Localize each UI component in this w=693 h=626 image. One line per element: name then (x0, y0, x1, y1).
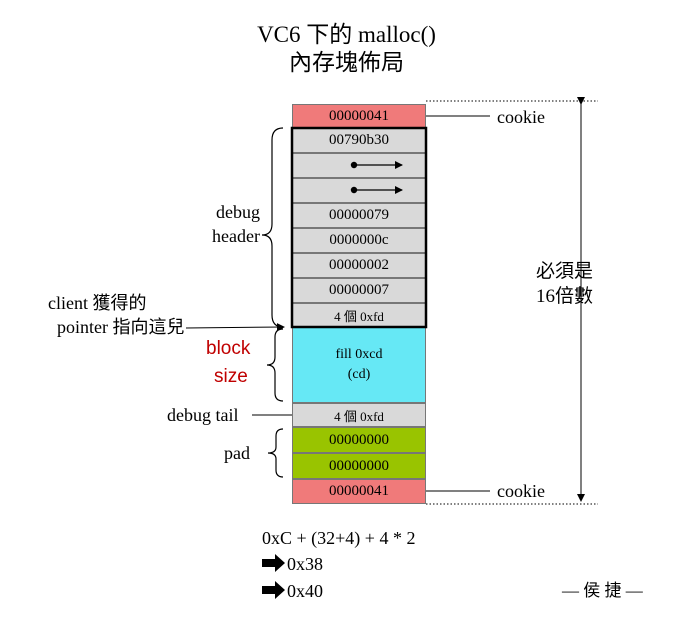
header-cell-size: 0000000c (292, 228, 426, 253)
debug-header-brace (261, 127, 284, 328)
debug-header-label-1: debug (216, 202, 260, 222)
block-size-brace (266, 328, 284, 402)
pad-label: pad (224, 443, 250, 463)
client-label-2: pointer 指向這兒 (57, 317, 185, 337)
pad-cell-2: 00000000 (292, 453, 426, 479)
debug-header-label-2: header (212, 226, 260, 246)
header-cell-request: 00000007 (292, 278, 426, 303)
block-size-label-1: block (206, 338, 251, 359)
pad-brace (267, 428, 284, 478)
debug-tail-label: debug tail (167, 405, 239, 425)
multiple-label-2: 16倍數 (536, 286, 594, 307)
pad-cell-1: 00000000 (292, 427, 426, 453)
guard-cell-tail: 4 個 0xfd (292, 403, 426, 427)
formula-line-2: 0x38 (287, 554, 323, 574)
formula-line-3: 0x40 (287, 581, 323, 601)
block-size-label-2: size (214, 366, 248, 387)
client-data-cell: fill 0xcd (cd) (292, 327, 426, 403)
formula-arrow-icon (262, 581, 285, 599)
formula-line-1: 0xC + (32+4) + 4 * 2 (262, 528, 416, 548)
fill-label: fill 0xcd (335, 347, 383, 362)
client-label-1: client 獲得的 (48, 293, 147, 313)
link-arrow-icon (350, 161, 403, 169)
multiple-label-1: 必須是 (536, 261, 594, 282)
cookie-bottom-cell: 00000041 (292, 479, 426, 504)
author-signature: — 侯 捷 — (562, 581, 643, 600)
link-arrow-icon (350, 186, 403, 194)
diagram-title-line2: 內存塊佈局 (289, 50, 404, 75)
debug-header-frame (290, 126, 428, 329)
diagram-title-line1: VC6 下的 malloc() (257, 22, 436, 47)
client-pointer-arrow (185, 323, 285, 332)
formula-arrow-icon (262, 554, 285, 572)
header-cell-pointer: 00790b30 (292, 128, 426, 153)
header-cell-line: 00000079 (292, 203, 426, 228)
header-cell-type: 00000002 (292, 253, 426, 278)
fill-value: (cd) (347, 367, 371, 382)
cookie-bottom-label: cookie (497, 481, 545, 501)
cookie-top-label: cookie (497, 107, 545, 127)
guard-cell-front: 4 個 0xfd (292, 303, 426, 327)
